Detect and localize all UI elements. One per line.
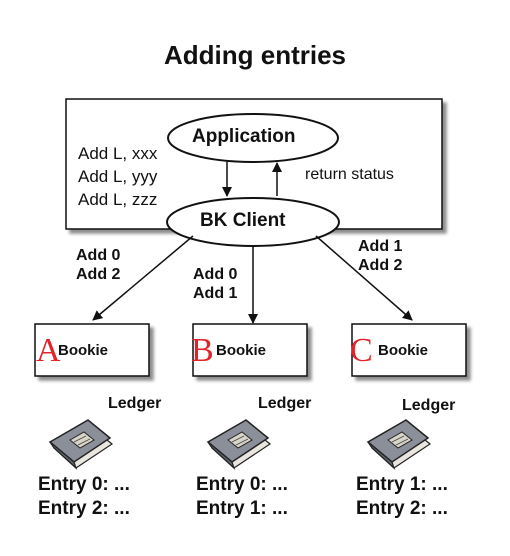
client-to-bookie-a-arrow [92,235,194,321]
edge-label-left: Add 0 Add 2 [76,247,121,283]
bookie-b-entries: Entry 0: ... Entry 1: ... [196,473,288,521]
bookie-c-label: Bookie [378,342,429,359]
command-item: Add L, yyy [78,167,158,186]
application-node [167,113,339,163]
ledger-book-icon [366,419,432,470]
bookie-b-label: Bookie [216,342,267,359]
command-item: Add L, zzz [78,190,158,209]
entry-item: Entry 0: ... [196,474,288,495]
bookie-c-entries: Entry 1: ... Entry 2: ... [356,473,448,521]
entry-item: Entry 2: ... [356,498,448,519]
command-list: Add L, xxx Add L, yyy Add L, zzz [78,142,157,211]
entry-item: Entry 1: ... [196,498,288,519]
edge-label-right: Add 1 Add 2 [358,238,403,274]
client-to-bookie-c-arrow [315,235,413,321]
bookie-b-letter: B [191,332,214,369]
bookie-b-ledger-label: Ledger [258,395,312,412]
page-title: Adding entries [163,40,346,70]
entry-item: Entry 1: ... [356,474,448,495]
bookie-c-letter: C [350,332,373,369]
bookie-c-ledger-label: Ledger [402,397,456,414]
bk-client-label: BK Client [200,210,286,231]
bookie-a-entries: Entry 0: ... Entry 2: ... [38,473,130,521]
bookie-a-letter: A [36,332,61,369]
bookie-b-box [192,323,308,377]
application-label: Application [192,126,296,147]
ledger-book-icon [48,419,114,470]
entry-item: Entry 2: ... [38,498,130,519]
command-item: Add L, xxx [78,144,158,163]
bookie-a-label: Bookie [58,342,109,359]
return-status-label: return status [305,166,394,183]
ledger-book-icon [206,419,272,470]
bookie-c-box [351,323,467,377]
bookie-a-ledger-label: Ledger [108,395,162,412]
bookie-a-box [34,323,150,377]
edge-label-middle: Add 0 Add 1 [193,266,238,302]
entry-item: Entry 0: ... [38,474,130,495]
